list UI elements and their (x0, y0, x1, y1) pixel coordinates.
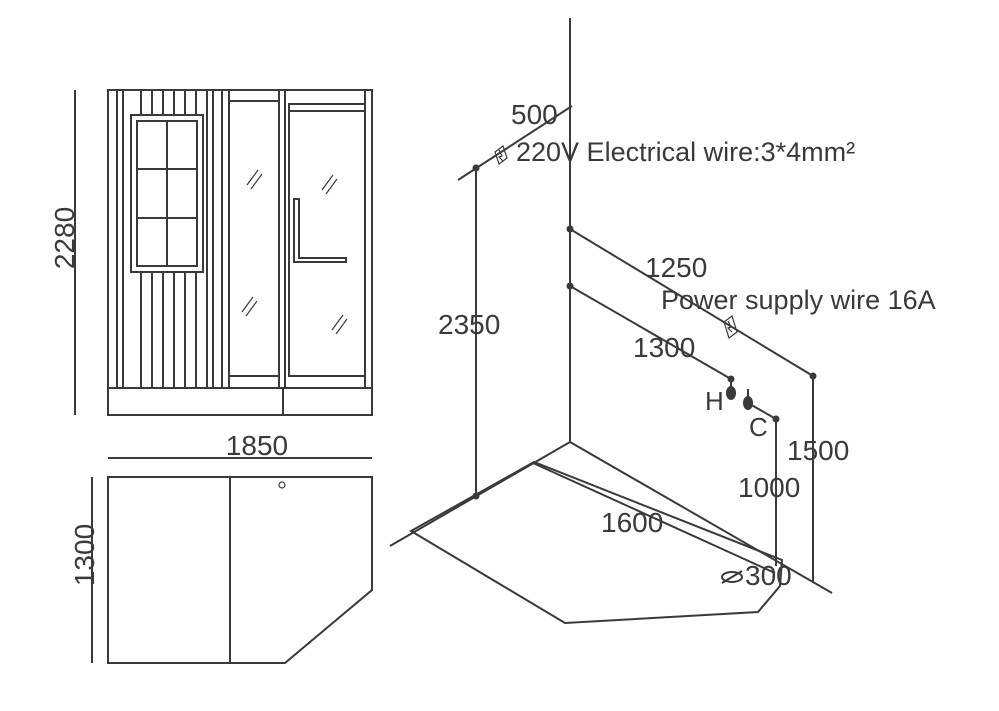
electrical-wire-label: 220V Electrical wire:3*4mm² (516, 137, 855, 167)
dim-500-label: 500 (511, 99, 558, 130)
width-dimension-label: 1850 (226, 430, 288, 461)
dim-1600-label: 1600 (601, 507, 663, 538)
wall-slats (116, 90, 223, 388)
floor-left-edge (389, 441, 571, 547)
installation-view: 500 220V Electrical wire:3*4mm² 2350 125… (389, 18, 936, 625)
fixed-glass-panel (228, 90, 286, 388)
sliding-door-panel (288, 90, 366, 388)
height-dimension-label: 2280 (49, 207, 80, 269)
floor-back-edge (569, 441, 833, 594)
dim-1300-label: 1300 (633, 332, 695, 363)
power-supply-label: Power supply wire 16A (661, 285, 936, 315)
cold-label: C (749, 412, 768, 442)
electrical-box-icon (494, 145, 508, 165)
top-view-drain-marker (278, 481, 286, 489)
cabin-front-frame (107, 89, 373, 416)
dim-2350-label: 2350 (438, 309, 500, 340)
water-inlet-height-line (569, 285, 732, 380)
dim-1000-label: 1000 (738, 472, 800, 503)
cabin-top-outline (107, 476, 373, 664)
depth-dimension-label: 1300 (69, 524, 100, 586)
door-handle (293, 198, 347, 263)
drain-icon (721, 570, 743, 584)
dim-1250-label: 1250 (645, 252, 707, 283)
window-grid (130, 114, 204, 273)
front-view: 2280 (49, 89, 373, 416)
dim-1600-line (532, 462, 776, 574)
top-view: 1850 1300 (69, 430, 373, 664)
dim-1500-label: 1500 (787, 435, 849, 466)
power-box-icon (723, 315, 738, 339)
hot-label: H (705, 386, 724, 416)
cold-water-inlet-icon (743, 389, 780, 423)
power-supply-height-line (569, 228, 814, 377)
shower-tray-outline (409, 460, 784, 625)
hot-water-inlet-icon (726, 381, 736, 400)
drain-dim-label: 300 (745, 560, 792, 591)
